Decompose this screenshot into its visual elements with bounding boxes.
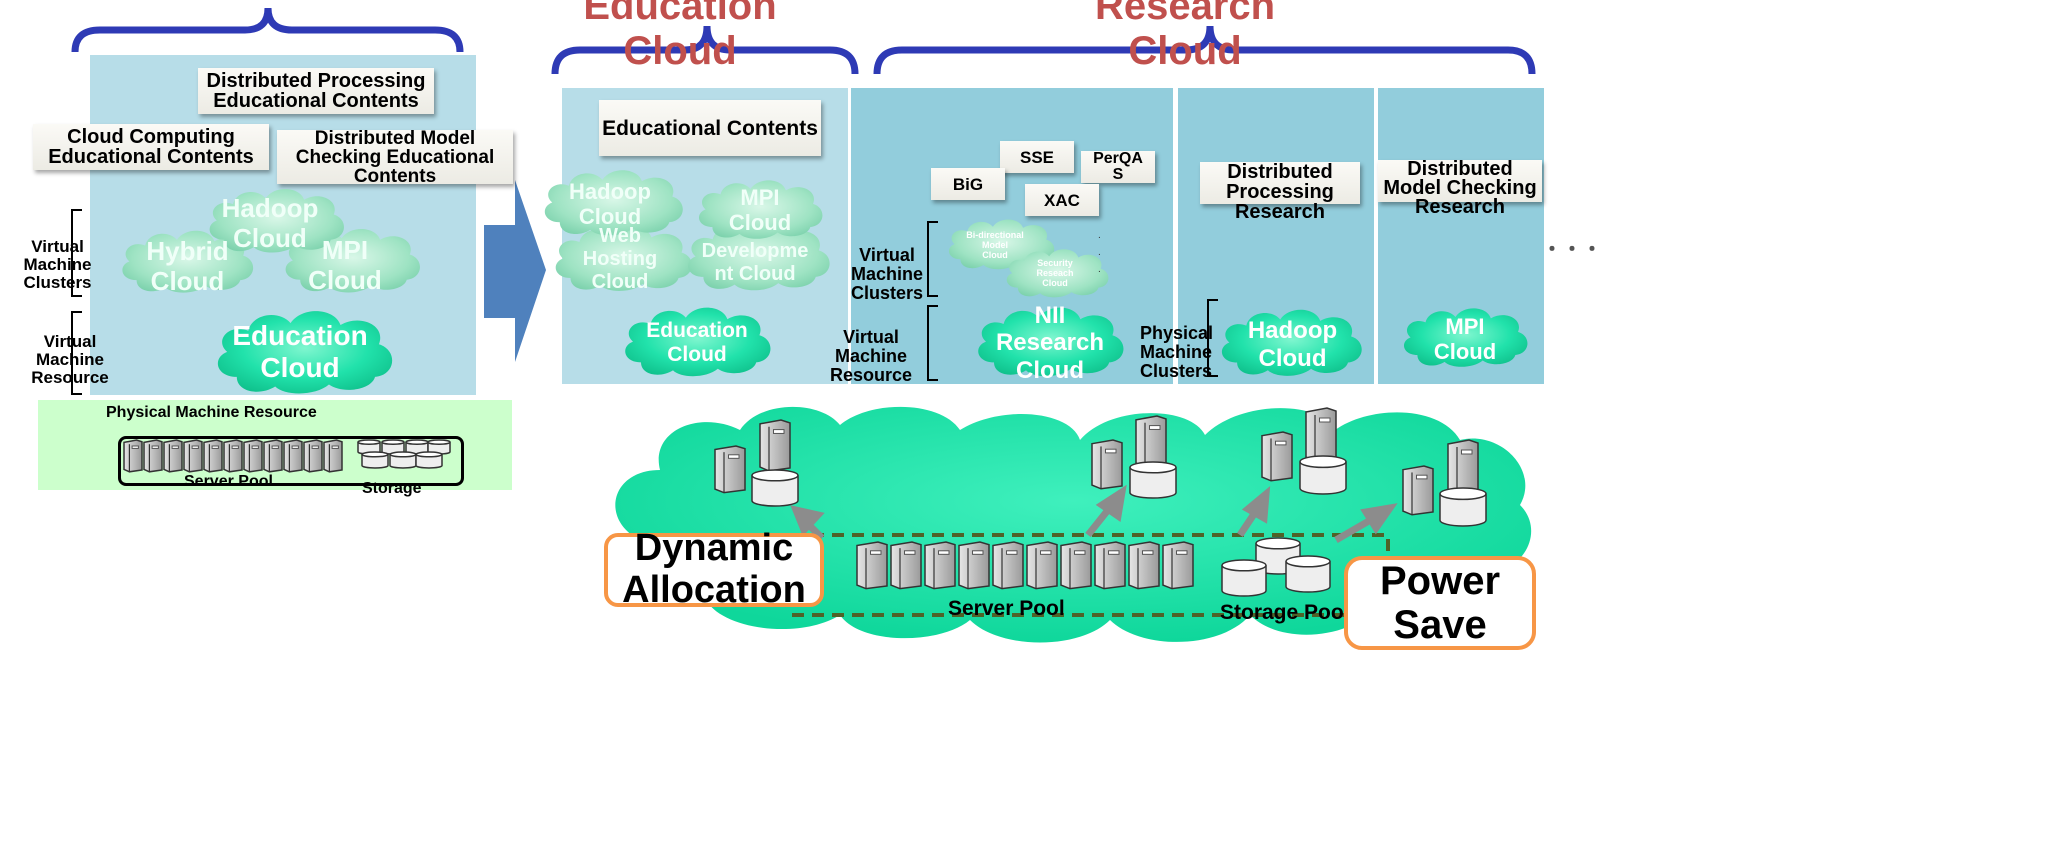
tag-big: BiG <box>931 168 1005 200</box>
server-icon <box>924 541 956 590</box>
left-storage-label: Storage <box>362 480 422 497</box>
server-pool-label: Server Pool <box>948 597 1065 620</box>
server-icon <box>243 439 263 473</box>
svg-text:.: . <box>1098 264 1101 275</box>
physical-machine-clusters-label: Physical Machine Clusters <box>1140 323 1214 381</box>
server-icon <box>263 439 283 473</box>
left-distributed-model-checking-box: Distributed Model Checking Educational C… <box>277 129 513 186</box>
server-icon <box>203 439 223 473</box>
left-bracket <box>71 7 464 53</box>
tag-sse: SSE <box>1000 141 1074 173</box>
physical-resource-label: Physical Machine Resource <box>106 404 317 421</box>
power-save-callout: Power Save <box>1344 556 1536 650</box>
server-icon <box>223 439 243 473</box>
edu-education-cloud-label: Education Cloud <box>646 318 748 366</box>
distributed-processing-research-box: Distributed Processing Research <box>1200 162 1360 222</box>
left-server-pool-label: Server Pool <box>184 473 273 490</box>
storage-icon <box>357 439 381 455</box>
server-icon <box>323 439 343 473</box>
server-icon <box>1402 465 1434 516</box>
left-hadoop-cloud-label: Hadoop Cloud <box>221 193 319 253</box>
dynamic-allocation-callout: Dynamic Allocation <box>604 527 824 611</box>
server-icon <box>143 439 163 473</box>
left-education-cloud-label: Education Cloud <box>232 319 368 383</box>
storage-icon <box>1221 559 1267 597</box>
security-research-cloud-label: Security Reseach Cloud <box>1036 258 1074 288</box>
storage-icon <box>1129 461 1177 499</box>
research-hadoop-cloud-label: Hadoop Cloud <box>1247 317 1338 372</box>
education-cloud-title: Education Cloud <box>583 0 777 73</box>
research-bracket <box>873 25 1536 75</box>
storage-icon <box>751 469 799 507</box>
server-icon <box>890 541 922 590</box>
research-vm-clusters-label: Virtual Machine Clusters <box>850 245 924 303</box>
left-mpi-cloud-label: MPI Cloud <box>308 235 382 295</box>
storage-icon <box>1299 455 1347 495</box>
education-bracket <box>551 25 859 75</box>
left-server-storage-box <box>118 436 464 486</box>
server-icon <box>1162 541 1194 590</box>
storage-icon <box>1285 555 1331 593</box>
big-arrow <box>484 180 546 362</box>
server-icon <box>183 439 203 473</box>
research-cloud-title: Research Cloud <box>1094 0 1276 73</box>
bidirectional-model-cloud-label: Bi-directional Model Cloud <box>966 230 1024 260</box>
server-icon <box>1261 431 1293 482</box>
storage-icon <box>415 451 443 469</box>
distributed-model-checking-research-box: Distributed Model Checking Research <box>1378 159 1542 217</box>
server-icon <box>1026 541 1058 590</box>
server-icon <box>856 541 888 590</box>
server-icon <box>958 541 990 590</box>
server-icon <box>1135 415 1167 468</box>
edu-development-cloud-label: Developme nt Cloud <box>701 240 809 285</box>
left-vm-resource-label: Virtual Machine Resource <box>31 332 109 387</box>
edu-web-hosting-cloud-label: Web Hosting Cloud <box>582 224 658 293</box>
server-icon <box>303 439 323 473</box>
server-icon <box>1447 439 1479 494</box>
server-icon <box>1305 407 1337 462</box>
server-icon <box>759 419 791 472</box>
storage-icon <box>427 439 451 455</box>
allocation-arrows <box>790 484 1398 544</box>
server-icon <box>1060 541 1092 590</box>
storage-pool-label: Storage Pool <box>1220 601 1350 624</box>
server-icon <box>123 439 143 473</box>
server-icon <box>283 439 303 473</box>
research-vm-resource-label: Virtual Machine Resource <box>829 327 913 385</box>
research-mpi-cloud-label: MPI Cloud <box>1433 313 1497 364</box>
tag-perqas: PerQA S <box>1081 151 1155 183</box>
left-cloud-computing-box: Cloud Computing Educational Contents <box>33 124 269 170</box>
server-icon <box>1091 439 1123 490</box>
svg-text:.: . <box>1098 230 1101 241</box>
left-hybrid-cloud-label: Hybrid Cloud <box>146 236 229 296</box>
storage-icon <box>1439 487 1487 527</box>
server-icon <box>1128 541 1160 590</box>
education-contents-box: Educational Contents <box>599 100 821 156</box>
tag-xac: XAC <box>1025 184 1099 216</box>
left-vm-clusters-label: Virtual Machine Clusters <box>23 237 92 292</box>
server-icon <box>992 541 1024 590</box>
server-icon <box>163 439 183 473</box>
left-distributed-processing-box: Distributed Processing Educational Conte… <box>198 68 434 114</box>
svg-text:.: . <box>1098 247 1101 258</box>
edu-hadoop-cloud-label: Hadoop Cloud <box>569 178 651 229</box>
edu-mpi-cloud-label: MPI Cloud <box>728 184 792 235</box>
storage-icon <box>361 451 389 469</box>
server-icon <box>1094 541 1126 590</box>
server-icon <box>714 445 746 494</box>
